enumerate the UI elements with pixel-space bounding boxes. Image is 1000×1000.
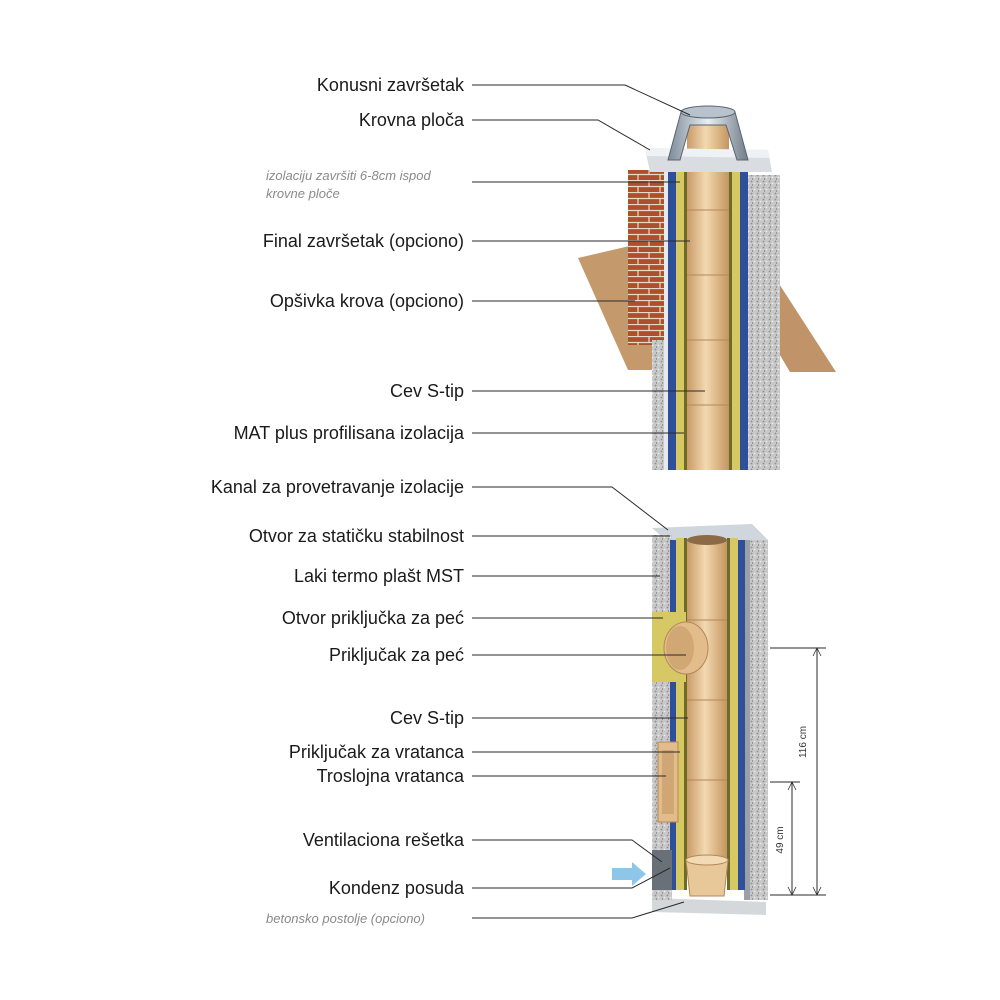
label-krovna-ploca: Krovna ploča: [359, 110, 465, 130]
blue-layer-lower-left: [670, 540, 677, 890]
three-layer-door: [662, 750, 674, 814]
dimension-49: 49 cm: [775, 826, 786, 853]
insulation-right: [730, 160, 740, 470]
leader-lines: [472, 84, 705, 919]
label-prikljucak-za-pec: Priključak za peć: [329, 645, 464, 665]
label-cev-s-tip-upper: Cev S-tip: [390, 381, 464, 401]
roof-flashing-right: [765, 262, 836, 372]
lower-chimney-section: [612, 524, 768, 915]
upper-chimney-section: [578, 105, 836, 470]
block-wall-lower-right: [748, 540, 768, 900]
ventilation-grill: [652, 850, 672, 890]
dimension-116: 116 cm: [798, 726, 809, 758]
ventilation-gap: [664, 172, 670, 470]
label-mat-izolacija: MAT plus profilisana izolacija: [234, 423, 465, 443]
blue-layer-lower-right: [738, 540, 745, 890]
blue-layer-right: [740, 165, 748, 470]
label-kondenz-posuda: Kondenz posuda: [329, 878, 465, 898]
dimension-lines: 116 cm 49 cm: [770, 647, 826, 896]
insulation-left: [676, 160, 686, 470]
flue-pipe-upper: [687, 125, 729, 470]
label-prikljucak-vratanca: Priključak za vratanca: [289, 742, 465, 762]
label-izolacija-note-1: izolaciju završiti 6-8cm ispod: [266, 168, 431, 183]
label-otvor-staticka-stabilnost: Otvor za statičku stabilnost: [249, 526, 464, 546]
labels: Konusni završetak Krovna ploča izolaciju…: [211, 75, 465, 926]
label-kanal-provetravanje: Kanal za provetravanje izolacije: [211, 477, 464, 497]
label-final-zavrsetak: Final završetak (opciono): [263, 231, 464, 251]
label-ventilaciona-resetka: Ventilaciona rešetka: [303, 830, 465, 850]
label-betonsko-postolje: betonsko postolje (opciono): [266, 911, 425, 926]
brick-cladding: [628, 170, 664, 345]
label-izolacija-note-2: krovne ploče: [266, 186, 340, 201]
conical-cap: [667, 111, 749, 161]
air-inlet-arrow: [612, 862, 646, 886]
label-konusni-zavrsetak: Konusni završetak: [317, 75, 465, 95]
concrete-base: [652, 898, 766, 915]
label-opsivka-krova: Opšivka krova (opciono): [270, 291, 464, 311]
label-laki-termo-plast: Laki termo plašt MST: [294, 566, 464, 586]
block-wall-right: [748, 175, 780, 470]
blue-layer-left: [668, 165, 676, 470]
label-cev-s-tip-lower: Cev S-tip: [390, 708, 464, 728]
label-otvor-prikljucka: Otvor priključka za peć: [282, 608, 464, 628]
label-troslojna-vratanca: Troslojna vratanca: [317, 766, 465, 786]
